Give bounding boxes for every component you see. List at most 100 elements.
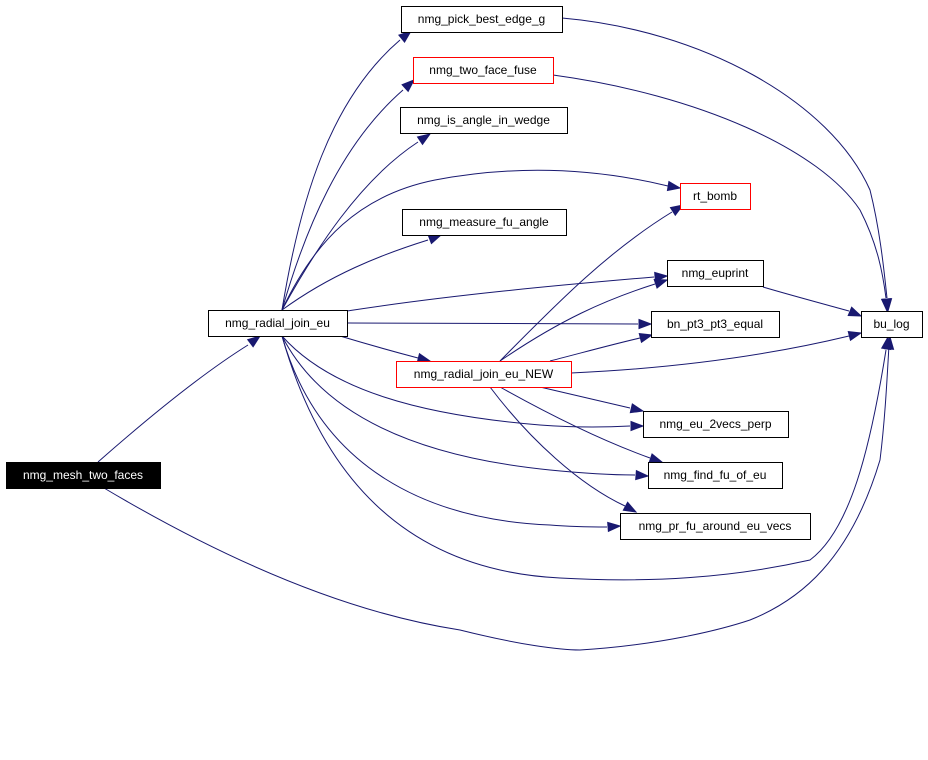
edge-line: [103, 344, 890, 651]
arrowhead-icon: [629, 403, 645, 414]
arrowhead-icon: [246, 335, 262, 348]
node-nmg-pr-fu-around-eu-vecs[interactable]: nmg_pr_fu_around_eu_vecs: [620, 513, 811, 540]
arrowhead-icon: [401, 79, 416, 93]
node-label: bn_pt3_pt3_equal: [667, 317, 763, 331]
node-nmg-is-angle-in-wedge[interactable]: nmg_is_angle_in_wedge: [400, 107, 568, 134]
node-label: nmg_two_face_fuse: [429, 63, 537, 77]
edge-nmg_radial_join_eu-to-rt_bomb: [281, 169, 682, 311]
edge-nmg_radial_join_eu_NEW-to-nmg_euprint: [499, 278, 669, 362]
node-nmg-measure-fu-angle[interactable]: nmg_measure_fu_angle: [402, 209, 567, 236]
edge-line: [346, 276, 655, 312]
node-box: [861, 311, 923, 338]
edge-nmg_radial_join_eu-to-bn_pt3_pt3_equal: [346, 318, 653, 330]
node-label: rt_bomb: [693, 189, 737, 203]
arrowhead-icon: [622, 501, 638, 513]
edge-line: [281, 239, 429, 311]
edge-line: [281, 169, 669, 311]
edge-line: [570, 335, 850, 374]
node-box: [396, 361, 572, 388]
node-label: nmg_pick_best_edge_g: [418, 12, 545, 26]
edge-line: [552, 74, 887, 299]
node-label: nmg_euprint: [682, 266, 749, 280]
arrowhead-icon: [653, 278, 669, 289]
node-label: nmg_measure_fu_angle: [419, 215, 549, 229]
edge-line: [346, 322, 639, 325]
node-box: [402, 209, 567, 236]
edge-nmg_radial_join_eu-to-nmg_pr_fu_around_eu_vecs: [281, 335, 622, 533]
edge-line: [549, 337, 641, 362]
node-box: [667, 260, 764, 287]
arrowhead-icon: [669, 204, 685, 217]
edge-line: [281, 335, 636, 476]
arrowhead-icon: [638, 318, 653, 330]
edge-nmg_euprint-to-bu_log: [762, 286, 863, 317]
node-label: nmg_mesh_two_faces: [23, 468, 143, 482]
node-nmg-find-fu-of-eu[interactable]: nmg_find_fu_of_eu: [648, 462, 783, 489]
node-nmg-mesh-two-faces[interactable]: nmg_mesh_two_faces: [6, 462, 161, 489]
edge-line: [281, 335, 608, 528]
edge-nmg_radial_join_eu_NEW-to-nmg_pr_fu_around_eu_vecs: [489, 386, 638, 513]
node-nmg-radial-join-eu-NEW[interactable]: nmg_radial_join_eu_NEW: [396, 361, 572, 388]
node-label: nmg_eu_2vecs_perp: [659, 417, 771, 431]
edge-nmg_radial_join_eu-to-nmg_euprint: [346, 271, 669, 312]
node-box: [680, 183, 751, 210]
edge-nmg_radial_join_eu-to-nmg_pick_best_edge_g: [281, 30, 413, 311]
node-box: [651, 311, 780, 338]
arrowhead-icon: [880, 298, 892, 313]
edge-line: [499, 283, 656, 362]
edge-nmg_radial_join_eu_NEW-to-nmg_find_fu_of_eu: [499, 386, 664, 464]
edge-line: [499, 386, 651, 459]
node-nmg-pick-best-edge-g[interactable]: nmg_pick_best_edge_g: [401, 6, 563, 33]
node-box: [648, 462, 783, 489]
edge-nmg_radial_join_eu_NEW-to-bu_log: [570, 330, 863, 374]
edge-line: [561, 17, 888, 299]
edge-line: [281, 335, 887, 581]
arrowhead-icon: [648, 453, 664, 464]
node-box: [620, 513, 811, 540]
arrowhead-icon: [666, 180, 682, 192]
node-box: [400, 107, 568, 134]
node-box: [6, 462, 161, 489]
node-rt-bomb[interactable]: rt_bomb: [680, 183, 751, 210]
edge-nmg_radial_join_eu_NEW-to-nmg_eu_2vecs_perp: [539, 386, 645, 414]
node-nmg-euprint[interactable]: nmg_euprint: [667, 260, 764, 287]
edge-nmg_radial_join_eu_NEW-to-rt_bomb: [499, 204, 685, 362]
edge-nmg_radial_join_eu-to-nmg_eu_2vecs_perp: [281, 335, 645, 432]
edge-nmg_mesh_two_faces-to-nmg_radial_join_eu: [97, 335, 262, 463]
edge-nmg_radial_join_eu-to-nmg_two_face_fuse: [281, 79, 416, 311]
edge-line: [97, 344, 249, 463]
edge-line: [339, 335, 419, 359]
node-box: [208, 310, 348, 337]
edge-line: [281, 89, 404, 311]
arrowhead-icon: [607, 521, 622, 533]
node-label: nmg_is_angle_in_wedge: [417, 113, 550, 127]
node-label: nmg_radial_join_eu_NEW: [414, 367, 554, 381]
arrowhead-icon: [638, 332, 654, 344]
nodes-layer: nmg_mesh_two_faces nmg_radial_join_eu nmg_…: [6, 6, 923, 540]
node-nmg-radial-join-eu[interactable]: nmg_radial_join_eu: [208, 310, 348, 337]
node-box: [643, 411, 789, 438]
edge-line: [281, 39, 401, 311]
node-bn-pt3-pt3-equal[interactable]: bn_pt3_pt3_equal: [651, 311, 780, 338]
edge-nmg_two_face_fuse-to-bu_log: [552, 74, 892, 313]
edge-line: [281, 335, 631, 428]
node-label: nmg_find_fu_of_eu: [664, 468, 767, 482]
arrowhead-icon: [880, 335, 892, 351]
node-label: bu_log: [873, 317, 909, 331]
arrowhead-icon: [847, 306, 863, 317]
edge-nmg_radial_join_eu-to-nmg_find_fu_of_eu: [281, 335, 650, 481]
arrowhead-icon: [398, 30, 413, 43]
node-label: nmg_pr_fu_around_eu_vecs: [639, 519, 792, 533]
node-bu-log[interactable]: bu_log: [861, 311, 923, 338]
node-box: [401, 6, 563, 33]
node-nmg-eu-2vecs-perp[interactable]: nmg_eu_2vecs_perp: [643, 411, 789, 438]
edge-nmg_radial_join_eu-to-nmg_measure_fu_angle: [281, 234, 443, 311]
arrowhead-icon: [416, 133, 432, 146]
node-label: nmg_radial_join_eu: [225, 316, 330, 330]
edge-line: [489, 386, 626, 507]
edge-nmg_radial_join_eu-to-nmg_radial_join_eu_NEW: [339, 335, 432, 364]
node-nmg-two-face-fuse[interactable]: nmg_two_face_fuse: [413, 57, 554, 84]
edge-nmg_radial_join_eu-to-bu_log: [281, 335, 892, 581]
